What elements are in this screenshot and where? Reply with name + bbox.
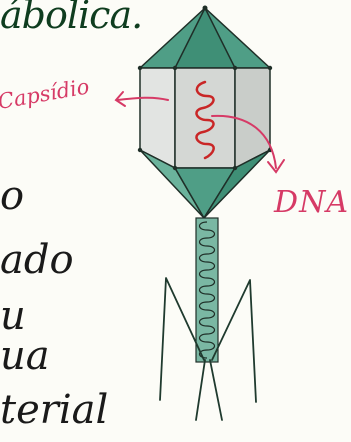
capsid-head-top [140, 8, 270, 68]
dna-label: DNA [274, 188, 349, 218]
tail-sheath [196, 218, 218, 362]
